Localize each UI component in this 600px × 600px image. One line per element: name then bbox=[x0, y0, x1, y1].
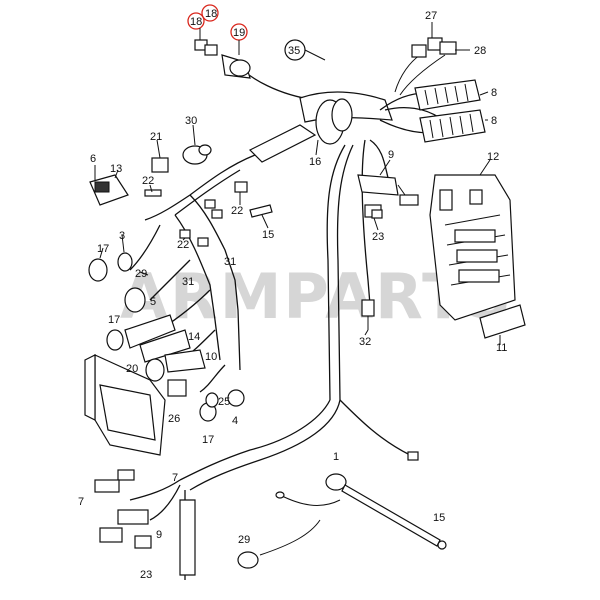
socket-25 bbox=[205, 392, 219, 408]
callout-26: 26 bbox=[168, 413, 180, 425]
callout-17-c: 17 bbox=[202, 434, 214, 446]
callout-18-highlight bbox=[201, 4, 219, 22]
callout-8-b: 8 bbox=[491, 115, 497, 127]
holder-6 bbox=[124, 314, 176, 349]
callout-29-b: 29 bbox=[238, 534, 250, 546]
harness-sleeve bbox=[248, 124, 317, 163]
callout-1: 1 bbox=[333, 451, 339, 463]
callout-13: 13 bbox=[110, 163, 122, 175]
bulb-17b bbox=[106, 329, 124, 351]
connector-18 bbox=[194, 39, 218, 56]
socket-5 bbox=[124, 287, 146, 313]
callout-25: 25 bbox=[218, 396, 230, 408]
callout-35: 35 bbox=[288, 45, 300, 57]
connector-block-8-upper bbox=[414, 79, 481, 111]
sensor-15-left bbox=[249, 204, 273, 218]
holder-10 bbox=[164, 349, 206, 373]
callout-21: 21 bbox=[150, 131, 162, 143]
callout-31-b: 31 bbox=[182, 276, 194, 288]
callout-18: 18 bbox=[205, 8, 217, 20]
connector-23-right bbox=[364, 204, 383, 219]
holder-14 bbox=[139, 329, 191, 363]
callout-6: 6 bbox=[90, 153, 96, 165]
callout-22-a: 22 bbox=[142, 175, 154, 187]
sensor-32 bbox=[361, 299, 375, 330]
callout-11: 11 bbox=[496, 342, 507, 354]
callout-22-c: 22 bbox=[177, 239, 189, 251]
callout-27: 27 bbox=[425, 10, 437, 22]
connector-9-right bbox=[357, 174, 419, 206]
left-harness bbox=[129, 154, 256, 393]
callout-23-right: 23 bbox=[372, 231, 384, 243]
callout-5: 5 bbox=[150, 296, 156, 308]
callout-23-left: 23 bbox=[140, 569, 152, 581]
callout-17-a: 17 bbox=[97, 243, 109, 255]
connector-26 bbox=[167, 379, 187, 397]
grommet-1 bbox=[325, 473, 347, 491]
connector-21 bbox=[151, 157, 169, 173]
connectors-22 bbox=[144, 181, 248, 247]
connector-block-8-lower bbox=[419, 109, 486, 143]
callout-9-right: 9 bbox=[388, 149, 394, 161]
lower-left-harness bbox=[94, 469, 196, 580]
connector-27 bbox=[411, 37, 443, 58]
callout-28: 28 bbox=[474, 45, 486, 57]
rod-15 bbox=[341, 484, 447, 550]
callout-4: 4 bbox=[232, 415, 238, 427]
strip-11 bbox=[479, 304, 526, 339]
callout-18-b: 18 bbox=[190, 16, 202, 28]
callout-20: 20 bbox=[126, 363, 138, 375]
callout-10: 10 bbox=[205, 351, 217, 363]
callout-9-left: 9 bbox=[156, 529, 162, 541]
headlight bbox=[84, 354, 166, 456]
sensor-29-lower bbox=[237, 519, 321, 569]
callout-22-b: 22 bbox=[231, 205, 243, 217]
callout-7-b: 7 bbox=[78, 496, 84, 508]
leader-lines bbox=[94, 22, 501, 345]
callout-15-left: 15 bbox=[262, 229, 274, 241]
ground-strap bbox=[275, 491, 341, 506]
sockets-left bbox=[88, 252, 206, 382]
connector-19 bbox=[221, 54, 251, 79]
connector-4 bbox=[227, 389, 245, 407]
callout-labels: 18 18 19 35 27 28 8 8 9 12 16 23 32 11 3… bbox=[78, 8, 507, 581]
callout-15-right: 15 bbox=[433, 512, 445, 524]
main-harness bbox=[179, 54, 446, 491]
callout-29-a: 29 bbox=[135, 268, 147, 280]
callout-16: 16 bbox=[309, 156, 321, 168]
callout-8-a: 8 bbox=[491, 87, 497, 99]
callout-12: 12 bbox=[487, 151, 499, 163]
socket-3 bbox=[117, 252, 133, 272]
callout-32: 32 bbox=[359, 336, 371, 348]
bulb-17a bbox=[88, 258, 108, 282]
socket-20 bbox=[145, 358, 165, 382]
plug-30 bbox=[182, 144, 212, 165]
callout-3: 3 bbox=[119, 230, 125, 242]
callout-31-a: 31 bbox=[224, 256, 236, 268]
callout-7-a: 7 bbox=[172, 472, 178, 484]
relay-panel-12 bbox=[429, 174, 526, 339]
callout-19: 19 bbox=[233, 27, 245, 39]
callout-30: 30 bbox=[185, 115, 197, 127]
connector-28 bbox=[439, 41, 457, 55]
callout-18b-highlight bbox=[187, 12, 205, 30]
callout-17-b: 17 bbox=[108, 314, 120, 326]
callout-14: 14 bbox=[188, 331, 200, 343]
relay-13 bbox=[89, 174, 129, 206]
